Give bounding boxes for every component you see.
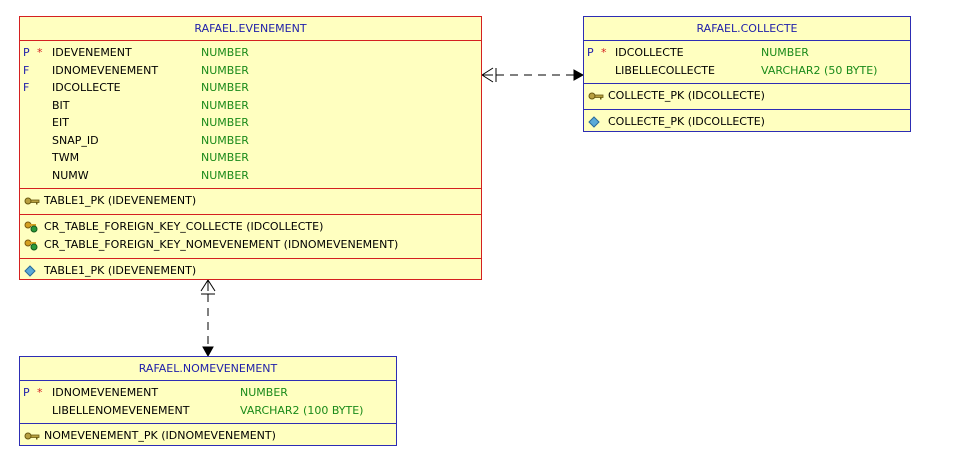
primary-key-label: COLLECTE_PK (IDCOLLECTE) <box>608 89 765 102</box>
index-label: TABLE1_PK (IDEVENEMENT) <box>44 264 197 277</box>
column-type: NUMBER <box>201 168 249 182</box>
key-flag: P <box>23 46 30 59</box>
index-section: COLLECTE_PK (IDCOLLECTE) <box>584 110 910 135</box>
primary-key-section: NOMEVENEMENT_PK (IDNOMEVENEMENT) <box>20 424 396 449</box>
column-row[interactable]: BIT NUMBER <box>20 97 481 115</box>
key-flag: F <box>23 81 30 94</box>
column-row[interactable]: F IDNOMEVENEMENT NUMBER <box>20 62 481 80</box>
foreign-key-row[interactable]: CR_TABLE_FOREIGN_KEY_NOMEVENEMENT (IDNOM… <box>20 236 481 254</box>
arrow-head <box>202 346 214 358</box>
primary-key-row[interactable]: NOMEVENEMENT_PK (IDNOMEVENEMENT) <box>20 427 396 445</box>
index-diamond-icon <box>24 265 36 277</box>
table-title: RAFAEL.COLLECTE <box>584 17 910 41</box>
column-list: P * IDEVENEMENT NUMBER F IDNOMEVENEMENT … <box>20 41 481 189</box>
column-type: VARCHAR2 (100 BYTE) <box>240 403 364 417</box>
mandatory-flag: * <box>37 386 43 399</box>
column-type: NUMBER <box>240 386 288 399</box>
key-flag: P <box>23 386 30 399</box>
table-evenement[interactable]: RAFAEL.EVENEMENT P * IDEVENEMENT NUMBER … <box>19 16 482 280</box>
foreign-key-label: CR_TABLE_FOREIGN_KEY_NOMEVENEMENT (IDNOM… <box>44 238 399 251</box>
relationship-lines <box>200 67 585 358</box>
column-type: NUMBER <box>201 151 249 164</box>
column-type: NUMBER <box>761 46 809 59</box>
mandatory-flag: * <box>601 46 607 59</box>
column-name: IDNOMEVENEMENT <box>52 63 159 77</box>
arrow-head <box>573 69 585 81</box>
table-collecte[interactable]: RAFAEL.COLLECTE P * IDCOLLECTE NUMBER LI… <box>583 16 911 132</box>
column-name: IDNOMEVENEMENT <box>52 386 159 399</box>
column-row[interactable]: LIBELLENOMEVENEMENT VARCHAR2 (100 BYTE) <box>20 402 396 420</box>
column-type: NUMBER <box>201 63 249 77</box>
relation-evenement-nomevenement[interactable] <box>200 279 216 358</box>
index-row[interactable]: COLLECTE_PK (IDCOLLECTE) <box>584 113 910 131</box>
column-row[interactable]: F IDCOLLECTE NUMBER <box>20 79 481 97</box>
primary-key-label: NOMEVENEMENT_PK (IDNOMEVENEMENT) <box>44 429 276 442</box>
index-section: TABLE1_PK (IDEVENEMENT) <box>20 259 481 284</box>
column-row[interactable]: SNAP_ID NUMBER <box>20 132 481 150</box>
primary-key-row[interactable]: TABLE1_PK (IDEVENEMENT) <box>20 192 481 210</box>
column-type: VARCHAR2 (50 BYTE) <box>761 63 878 77</box>
index-row[interactable]: TABLE1_PK (IDEVENEMENT) <box>20 262 481 280</box>
column-name: NUMW <box>52 168 89 182</box>
column-row[interactable]: LIBELLECOLLECTE VARCHAR2 (50 BYTE) <box>584 62 910 80</box>
column-name: LIBELLENOMEVENEMENT <box>52 403 190 417</box>
key-icon <box>24 432 40 440</box>
column-row[interactable]: TWM NUMBER <box>20 149 481 167</box>
index-label: COLLECTE_PK (IDCOLLECTE) <box>608 115 765 128</box>
primary-key-section: COLLECTE_PK (IDCOLLECTE) <box>584 84 910 110</box>
primary-key-section: TABLE1_PK (IDEVENEMENT) <box>20 189 481 215</box>
crows-foot-top <box>481 67 494 76</box>
column-name: BIT <box>52 98 70 112</box>
column-type: NUMBER <box>201 116 249 129</box>
key-icon <box>588 92 604 100</box>
primary-key-label: TABLE1_PK (IDEVENEMENT) <box>44 194 197 207</box>
key-flag: F <box>23 63 30 77</box>
foreign-key-label: CR_TABLE_FOREIGN_KEY_COLLECTE (IDCOLLECT… <box>44 220 324 233</box>
crows-foot-bottom <box>481 74 494 83</box>
column-list: P * IDCOLLECTE NUMBER LIBELLECOLLECTE VA… <box>584 41 910 84</box>
column-type: NUMBER <box>201 98 249 112</box>
foreign-key-row[interactable]: CR_TABLE_FOREIGN_KEY_COLLECTE (IDCOLLECT… <box>20 218 481 236</box>
index-diamond-icon <box>588 116 600 128</box>
column-name: LIBELLECOLLECTE <box>615 63 715 77</box>
column-type: NUMBER <box>201 46 249 59</box>
mandatory-flag: * <box>37 46 43 59</box>
column-type: NUMBER <box>201 133 249 147</box>
column-row[interactable]: EIT NUMBER <box>20 114 481 132</box>
foreign-key-icon <box>24 239 38 251</box>
table-title: RAFAEL.NOMEVENEMENT <box>20 357 396 381</box>
foreign-key-icon <box>24 221 38 233</box>
column-name: EIT <box>52 116 69 129</box>
column-name: IDCOLLECTE <box>615 46 684 59</box>
relation-evenement-collecte[interactable] <box>481 67 585 83</box>
column-type: NUMBER <box>201 81 249 94</box>
key-flag: P <box>587 46 594 59</box>
column-row[interactable]: P * IDEVENEMENT NUMBER <box>20 44 481 62</box>
column-name: IDEVENEMENT <box>52 46 132 59</box>
primary-key-row[interactable]: COLLECTE_PK (IDCOLLECTE) <box>584 87 910 105</box>
key-icon <box>24 197 40 205</box>
crows-foot-left <box>200 279 209 292</box>
column-name: IDCOLLECTE <box>52 81 121 94</box>
column-name: SNAP_ID <box>52 133 99 147</box>
table-title: RAFAEL.EVENEMENT <box>20 17 481 41</box>
column-list: P * IDNOMEVENEMENT NUMBER LIBELLENOMEVEN… <box>20 381 396 424</box>
foreign-key-section: CR_TABLE_FOREIGN_KEY_COLLECTE (IDCOLLECT… <box>20 215 481 259</box>
column-row[interactable]: NUMW NUMBER <box>20 167 481 185</box>
column-name: TWM <box>52 151 80 164</box>
column-row[interactable]: P * IDCOLLECTE NUMBER <box>584 44 910 62</box>
crows-foot-right <box>207 279 216 292</box>
column-row[interactable]: P * IDNOMEVENEMENT NUMBER <box>20 384 396 402</box>
